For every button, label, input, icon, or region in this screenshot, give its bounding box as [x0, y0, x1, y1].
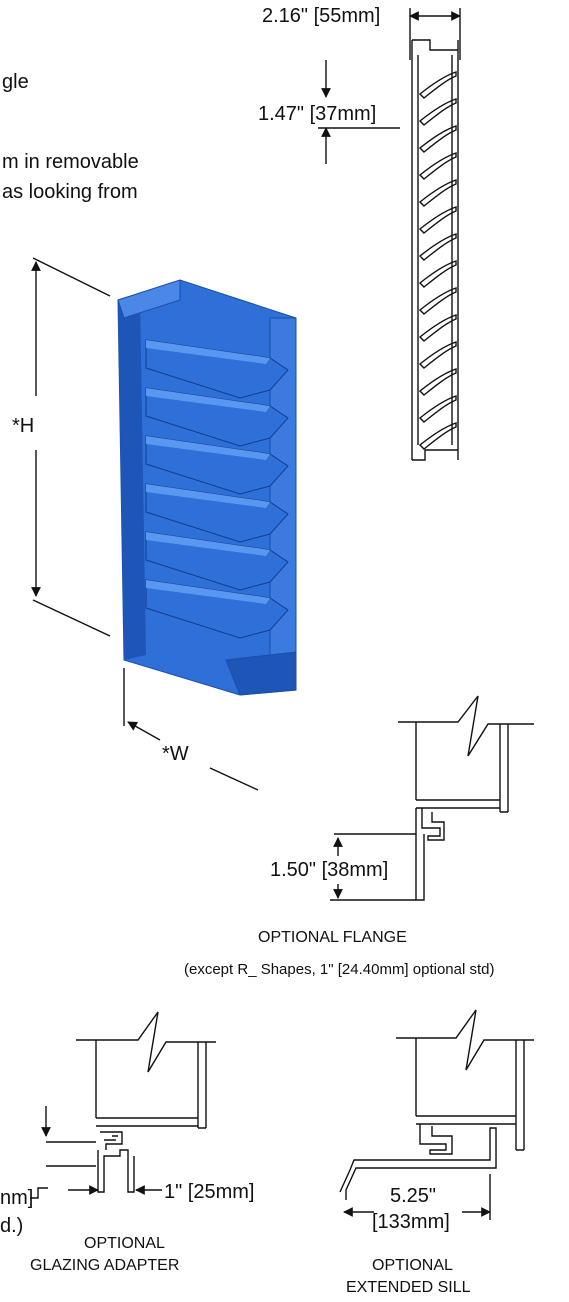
glazing-adapter-detail: nm] d.) 1" [25mm] OPTIONAL GLAZING ADAPT… — [0, 1011, 254, 1274]
louver-blade-highlight — [146, 484, 270, 508]
section-blade — [418, 206, 457, 234]
extended-sill-detail: 5.25" [133mm] OPTIONAL EXTENDED SILL — [339, 1009, 534, 1296]
flange-note: (except R_ Shapes, 1" [24.40mm] optional… — [184, 961, 495, 978]
section-blade — [418, 341, 457, 369]
section-blade — [418, 152, 457, 180]
glazing-left-dim-partial: nm] — [0, 1187, 33, 1209]
section-blade — [418, 368, 457, 396]
louver-blade-highlight — [146, 532, 270, 556]
section-blade — [418, 71, 457, 99]
pitch-dimension-label: 1.47" [37mm] — [258, 103, 376, 125]
glazing-dimension-label: 1" [25mm] — [164, 1181, 254, 1203]
louver-blade-highlight — [146, 388, 270, 412]
glazing-title-line-1: OPTIONAL — [84, 1235, 165, 1252]
width-label: *W — [162, 743, 189, 765]
flange-dimension-label: 1.50" [38mm] — [270, 859, 388, 881]
section-blade — [418, 233, 457, 261]
sill-dimension-line-2: [133mm] — [372, 1211, 450, 1233]
sill-title-line-2: EXTENDED SILL — [346, 1279, 471, 1296]
flange-title: OPTIONAL FLANGE — [258, 929, 407, 946]
height-label: *H — [12, 415, 34, 437]
louver-blade-highlight — [146, 436, 270, 460]
note-line-1: gle — [2, 71, 29, 93]
louver-blade-highlight — [146, 340, 270, 364]
section-blade — [418, 260, 457, 288]
sill-title-line-1: OPTIONAL — [372, 1257, 453, 1274]
section-blade — [418, 287, 457, 315]
louver-3d: *H *W — [12, 257, 297, 791]
louver-blade-highlight — [146, 580, 270, 604]
note-line-3: as looking from — [2, 181, 138, 203]
glazing-title-line-2: GLAZING ADAPTER — [30, 1257, 179, 1274]
glazing-left-note-partial: d.) — [0, 1215, 23, 1237]
side-section: 2.16" [55mm] 1.47" [37mm] — [258, 5, 461, 461]
depth-dimension-label: 2.16" [55mm] — [262, 5, 380, 27]
section-blade — [418, 98, 457, 126]
sill-dimension-line-1: 5.25" — [390, 1185, 436, 1207]
section-blade — [418, 125, 457, 153]
note-line-2: m in removable — [2, 151, 139, 173]
section-blade — [418, 395, 457, 423]
section-blade — [418, 179, 457, 207]
section-blade — [418, 422, 457, 450]
optional-flange-detail: 1.50" [38mm] OPTIONAL FLANGE (except R_ … — [184, 695, 534, 978]
section-blade — [418, 314, 457, 342]
